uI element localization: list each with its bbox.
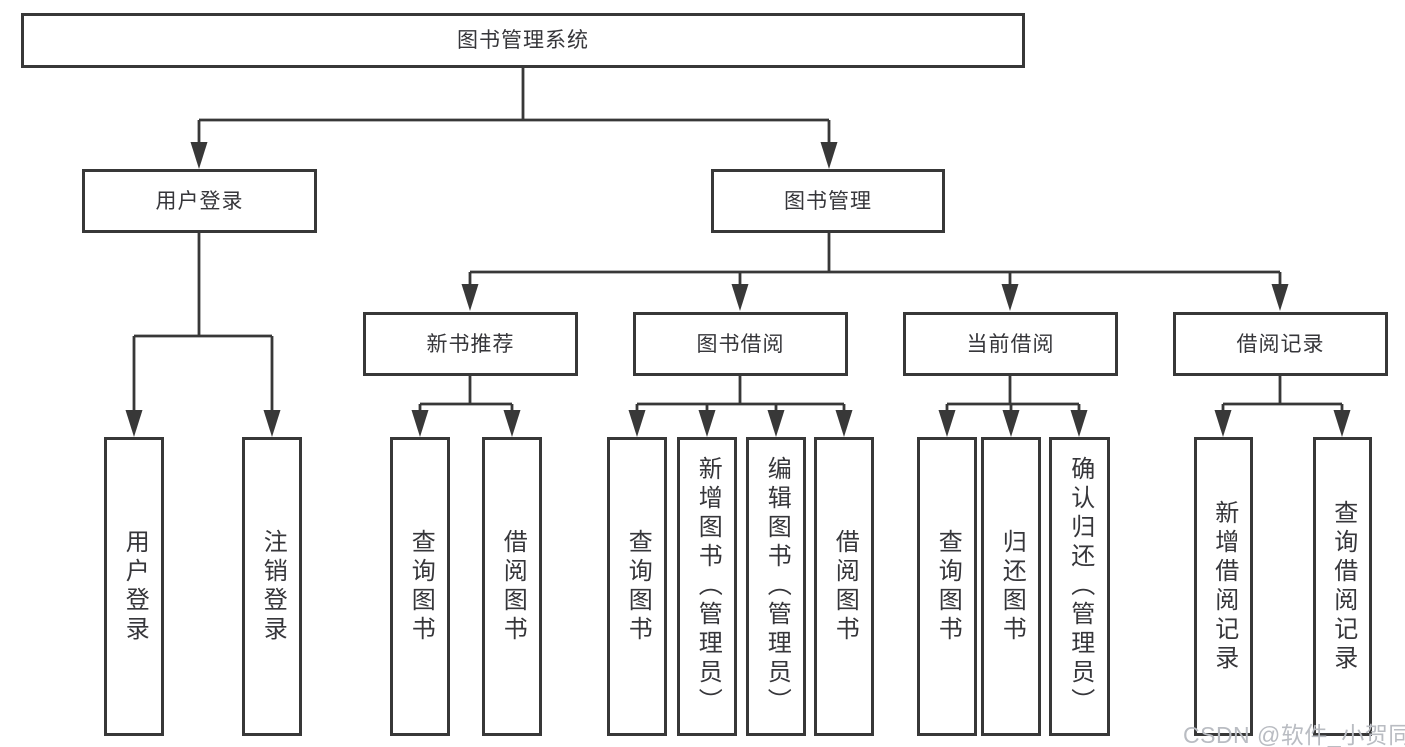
watermark: CSDN @软件_小贺同学 (1183, 722, 1405, 747)
node-user-login: 用户登录 (82, 169, 317, 233)
leaf-borrowing-edit-books-admin: 编辑图书（管理员） (746, 437, 806, 736)
leaf-user-login: 用户登录 (104, 437, 164, 736)
leaf-current-confirm-return-admin: 确认归还（管理员） (1049, 437, 1110, 736)
node-current-borrowing: 当前借阅 (903, 312, 1118, 376)
node-root: 图书管理系统 (21, 13, 1025, 68)
leaf-recommend-query-books: 查询图书 (390, 437, 450, 736)
leaf-logout: 注销登录 (242, 437, 302, 736)
leaf-records-query-record: 查询借阅记录 (1313, 437, 1372, 736)
node-book-management: 图书管理 (711, 169, 945, 233)
leaf-current-return-books: 归还图书 (981, 437, 1041, 736)
leaf-borrowing-query-books: 查询图书 (607, 437, 667, 736)
node-new-book-recommendation: 新书推荐 (363, 312, 578, 376)
leaf-borrowing-add-books-admin: 新增图书（管理员） (677, 437, 737, 736)
leaf-current-query-books: 查询图书 (917, 437, 977, 736)
leaf-borrowing-borrow-books: 借阅图书 (814, 437, 874, 736)
node-borrowing-records: 借阅记录 (1173, 312, 1388, 376)
leaf-recommend-borrow-books: 借阅图书 (482, 437, 542, 736)
node-book-borrowing: 图书借阅 (633, 312, 848, 376)
leaf-records-add-record: 新增借阅记录 (1194, 437, 1253, 736)
